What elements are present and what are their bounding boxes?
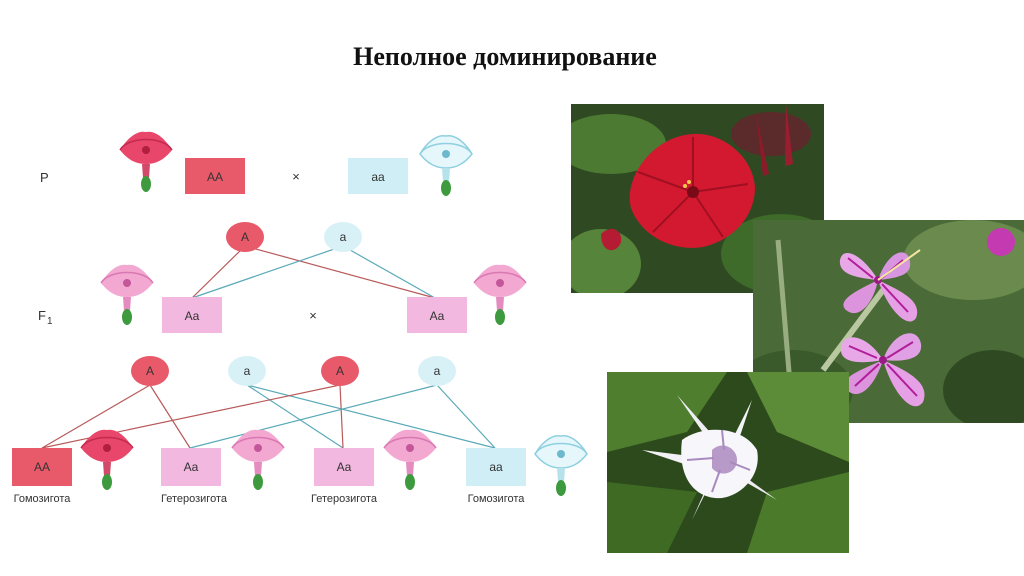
striped-flower-photo bbox=[753, 220, 1024, 423]
f1-gamete-lines bbox=[41, 384, 496, 449]
f1-genotype-box-right bbox=[407, 297, 467, 333]
parent-gamete-lines bbox=[191, 245, 436, 299]
f2-genotype-box bbox=[161, 448, 221, 486]
pink-flower-icon bbox=[100, 263, 154, 326]
parent-genotype-right: aa bbox=[371, 170, 385, 184]
gamete-label-recessive: a bbox=[340, 230, 347, 244]
f2-genotype-box bbox=[12, 448, 72, 486]
white-flower-icon bbox=[419, 134, 473, 197]
f2-genotype: Aa bbox=[184, 460, 199, 474]
slide-title: Неполное доминирование bbox=[353, 42, 657, 71]
f2-genotype: Aa bbox=[337, 460, 352, 474]
gamete-circle-recessive bbox=[228, 356, 266, 386]
f2-label: Гомозигота bbox=[14, 493, 72, 505]
gamete-circle-recessive bbox=[418, 356, 456, 386]
red-flower-icon bbox=[80, 428, 134, 491]
parent-genotype-left: AA bbox=[207, 170, 223, 184]
f1-gamete-label: A bbox=[336, 364, 344, 378]
f1-genotype-left: Aa bbox=[185, 309, 200, 323]
f1-gamete-label: a bbox=[434, 364, 441, 378]
gamete-circle-recessive bbox=[324, 222, 362, 252]
cross-symbol-p: × bbox=[292, 169, 300, 184]
generation-f1-label: F bbox=[38, 308, 46, 323]
f2-genotype-box bbox=[466, 448, 526, 486]
f2-genotype-box bbox=[314, 448, 374, 486]
parent-genotype-box-left bbox=[185, 158, 245, 194]
f2-label: Гомозигота bbox=[468, 493, 526, 505]
generation-p-label: P bbox=[40, 170, 49, 185]
f2-label: Гетерозигота bbox=[161, 493, 228, 505]
f1-genotype-right: Aa bbox=[430, 309, 445, 323]
f1-gamete-label: A bbox=[146, 364, 154, 378]
f2-label: Гетерозигота bbox=[311, 493, 378, 505]
gamete-circle-dominant bbox=[131, 356, 169, 386]
gamete-circle-dominant bbox=[226, 222, 264, 252]
red-flower-icon bbox=[119, 130, 173, 193]
generation-f1-subscript: 1 bbox=[47, 316, 53, 327]
parent-genotype-box-right bbox=[348, 158, 408, 194]
white-flower-icon bbox=[534, 434, 588, 497]
f2-genotype: AA bbox=[34, 460, 50, 474]
pink-flower-icon bbox=[473, 263, 527, 326]
f1-gamete-label: a bbox=[244, 364, 251, 378]
f2-genotype: aa bbox=[489, 460, 503, 474]
pink-flower-icon bbox=[383, 428, 437, 491]
inheritance-scheme: P F 1 AA × aa A a Aa × Aa A a A a AA Гом… bbox=[12, 130, 588, 505]
gamete-circle-dominant bbox=[321, 356, 359, 386]
f1-genotype-box-left bbox=[162, 297, 222, 333]
gamete-label-dominant: A bbox=[241, 230, 249, 244]
cross-symbol-f1: × bbox=[309, 308, 317, 323]
white-flower-photo bbox=[607, 372, 849, 553]
pink-flower-icon bbox=[231, 428, 285, 491]
